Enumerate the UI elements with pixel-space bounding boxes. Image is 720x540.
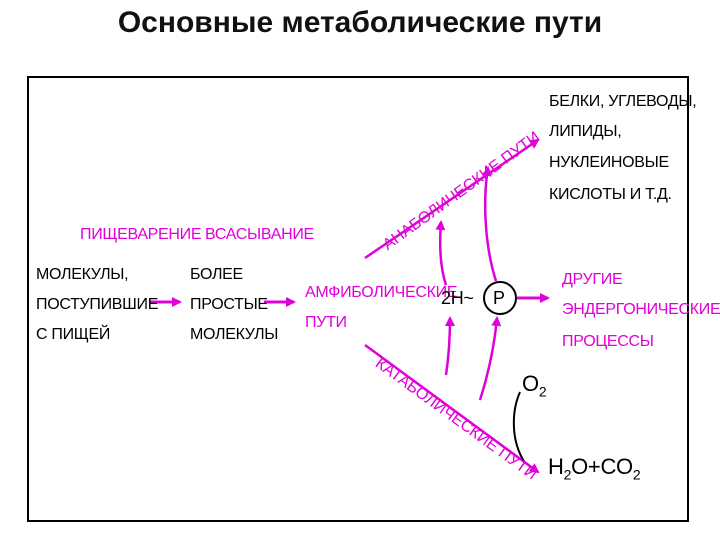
energy-label: 2H~ (441, 288, 474, 308)
simpler-line-2: ПРОСТЫЕ (190, 296, 268, 313)
amphibolic-line-1: АМФИБОЛИЧЕСКИЕ (305, 284, 458, 301)
oxygen-label: O2 (522, 371, 547, 400)
products-line-3: НУКЛЕИНОВЫЕ (549, 154, 669, 171)
phosphate-label: P (493, 288, 505, 308)
catabolic-to-energy-arrow (444, 316, 455, 376)
phosphate-circle (483, 281, 517, 315)
products-line-1: БЕЛКИ, УГЛЕВОДЫ, (549, 93, 697, 110)
simpler-line-3: МОЛЕКУЛЫ (190, 326, 279, 343)
molecules-line-3: С ПИЩЕЙ (36, 326, 111, 343)
page-title: Основные метаболические пути (117, 6, 603, 39)
other-line-1: ДРУГИЕ (562, 271, 623, 288)
molecules-line-1: МОЛЕКУЛЫ, (36, 266, 129, 283)
amphibolic-line-2: ПУТИ (305, 314, 347, 331)
anabolic-arrow (364, 138, 540, 260)
other-line-2: ЭНДЕРГОНИЧЕСКИЕ (562, 301, 720, 318)
products-line-4: КИСЛОТЫ И Т.Д. (549, 186, 672, 203)
catabolic-arrow (364, 343, 540, 474)
water-co2-label: H2O+CO2 (548, 454, 641, 483)
catabolic-to-phosphate-arrow (478, 316, 502, 401)
simpler-line-1: БОЛЕЕ (190, 266, 243, 283)
products-line-2: ЛИПИДЫ, (549, 123, 622, 140)
diagram-frame (27, 76, 689, 522)
molecules-line-2: ПОСТУПИВШИЕ (36, 296, 159, 313)
digestion-label: ПИЩЕВАРЕНИЕ (80, 226, 202, 243)
oxygen-arrow (512, 391, 526, 464)
other-line-3: ПРОЦЕССЫ (562, 333, 654, 350)
absorption-label: ВСАСЫВАНИЕ (205, 226, 314, 243)
energy-to-anabolic-arrow (435, 220, 448, 286)
phosphate-to-anabolic-arrow (481, 166, 498, 282)
